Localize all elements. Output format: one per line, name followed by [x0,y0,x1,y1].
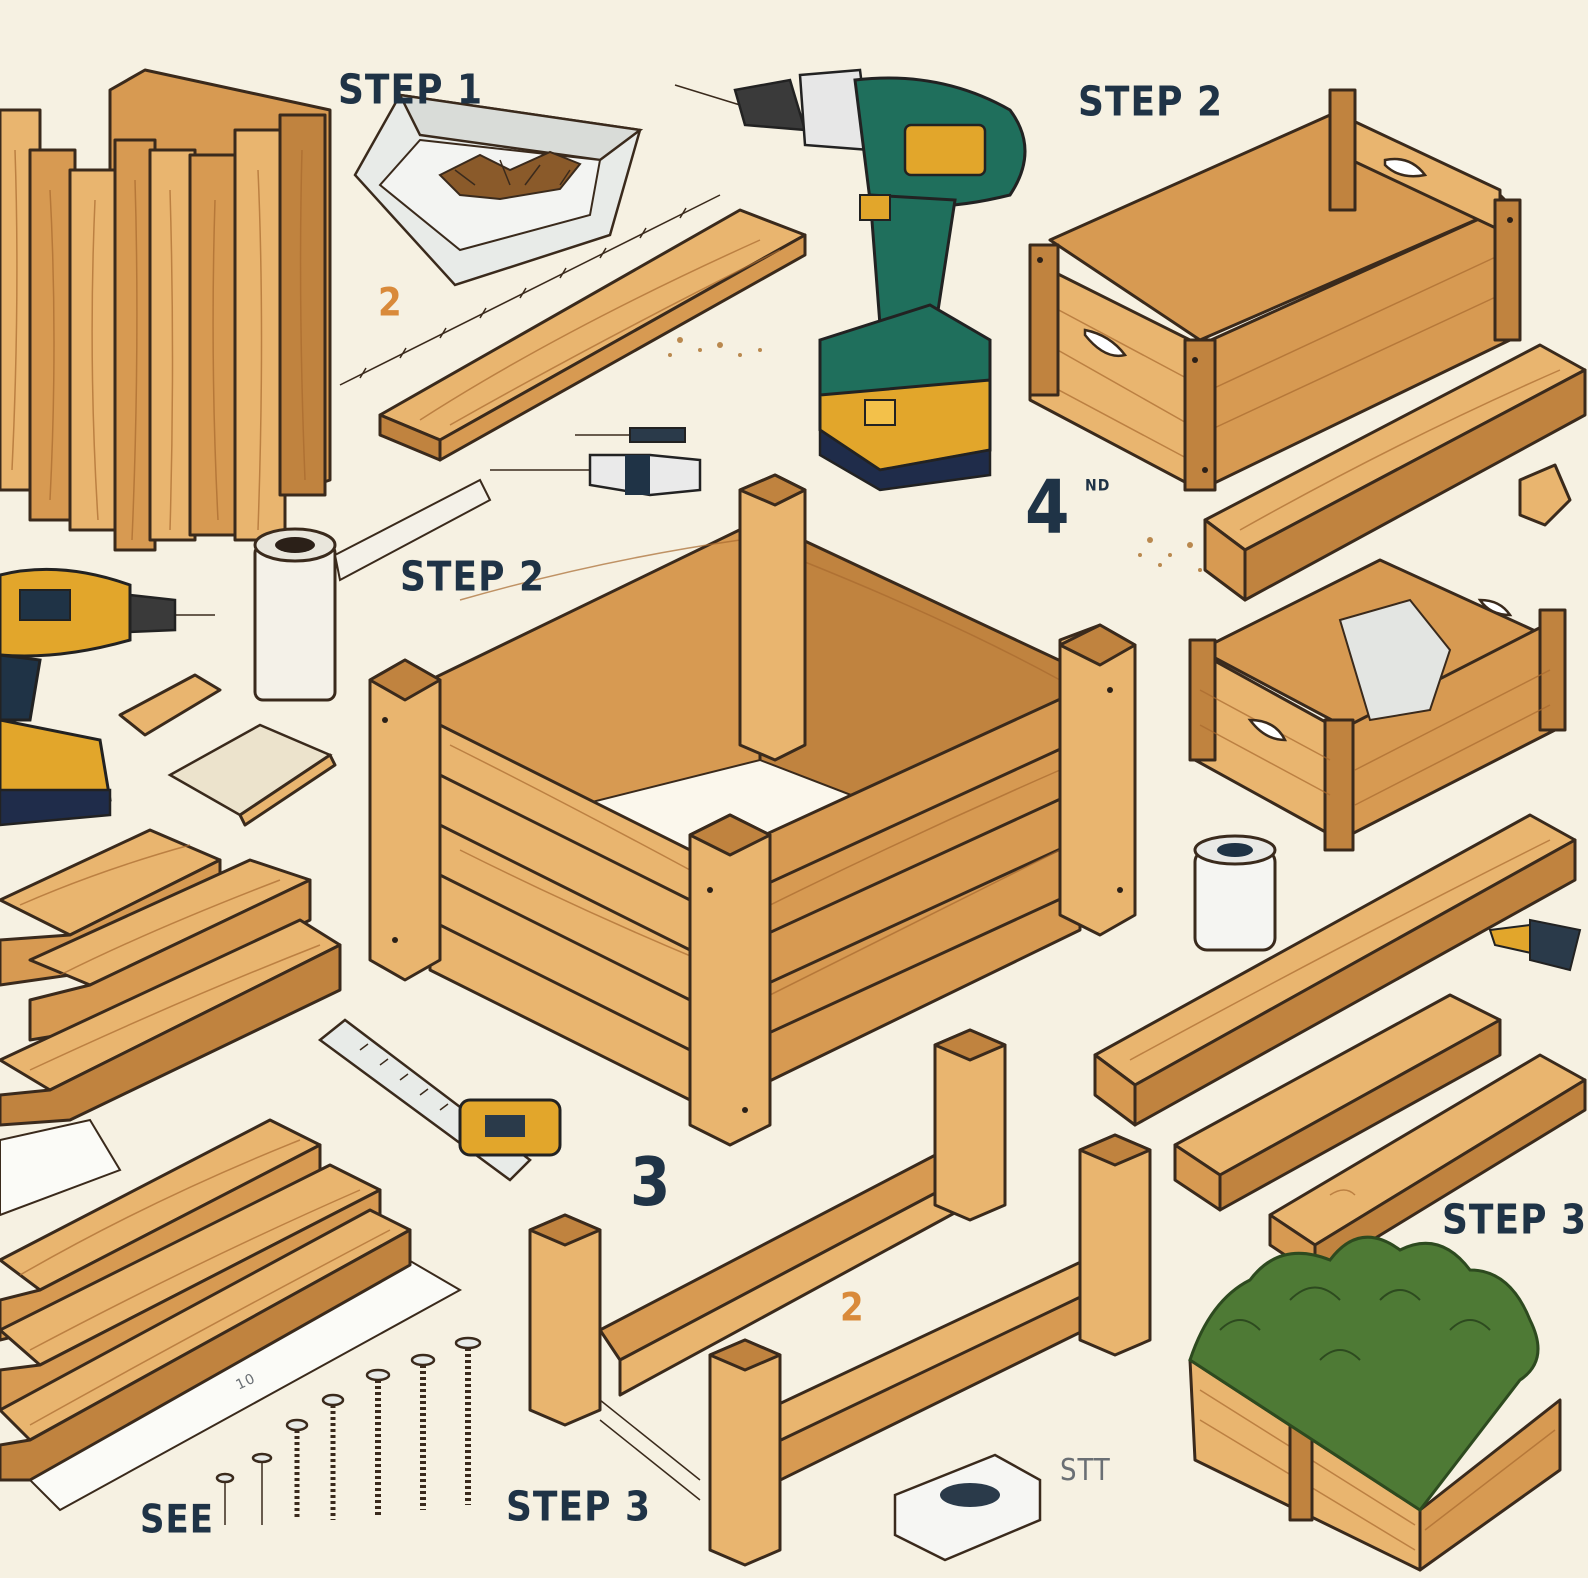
crate-step2-top [1028,88,1522,492]
shims [118,673,337,827]
plank-stack-left [0,828,342,1127]
main-planter-box [368,473,1137,1147]
number-4-suffix: ND [1085,476,1111,496]
planter-frame-step3 [528,1028,1152,1567]
plank-top [378,208,807,462]
vertical-planks-bundle [0,68,332,552]
plank-stack-bottom-left [0,1118,412,1482]
planter-with-plants [1188,1235,1562,1572]
step2-label-top: STEP 2 [1078,78,1224,127]
number-2-bottom: 2 [840,1285,865,1331]
screw-tray-icon [353,93,644,287]
eraser-block [893,1453,1042,1562]
square-ruler-icon [317,1018,562,1182]
screw-icon [215,1336,482,1525]
step1-label-top: STEP 1 [338,66,484,115]
ruler-icon [339,194,721,386]
step2-label-mid: STEP 2 [400,553,546,602]
step3-label-bottom: STEP 3 [506,1483,652,1532]
screwdriver-icon-top [490,427,702,497]
glue-jar-icon [1193,834,1277,952]
plank-right-mid [1093,813,1577,1127]
number-3: 3 [630,1142,671,1222]
cordless-drill-icon-left [0,567,215,827]
cordless-drill-icon [674,68,1027,492]
sawdust [668,337,1202,572]
see-label: SEE [140,1497,214,1543]
tape-measure-icon [253,478,492,702]
plank-right-lower [1173,993,1502,1212]
plank-right-upper [1203,343,1587,602]
number-4: 4 [1025,466,1070,552]
crate-small-right [1188,558,1567,852]
number-2-left: 2 [378,280,403,326]
step3-label-right: STEP 3 [1442,1196,1588,1245]
stt-label: STT [1060,1453,1111,1489]
screwdriver-icon [1488,918,1582,972]
small-wood-block [1518,463,1572,527]
